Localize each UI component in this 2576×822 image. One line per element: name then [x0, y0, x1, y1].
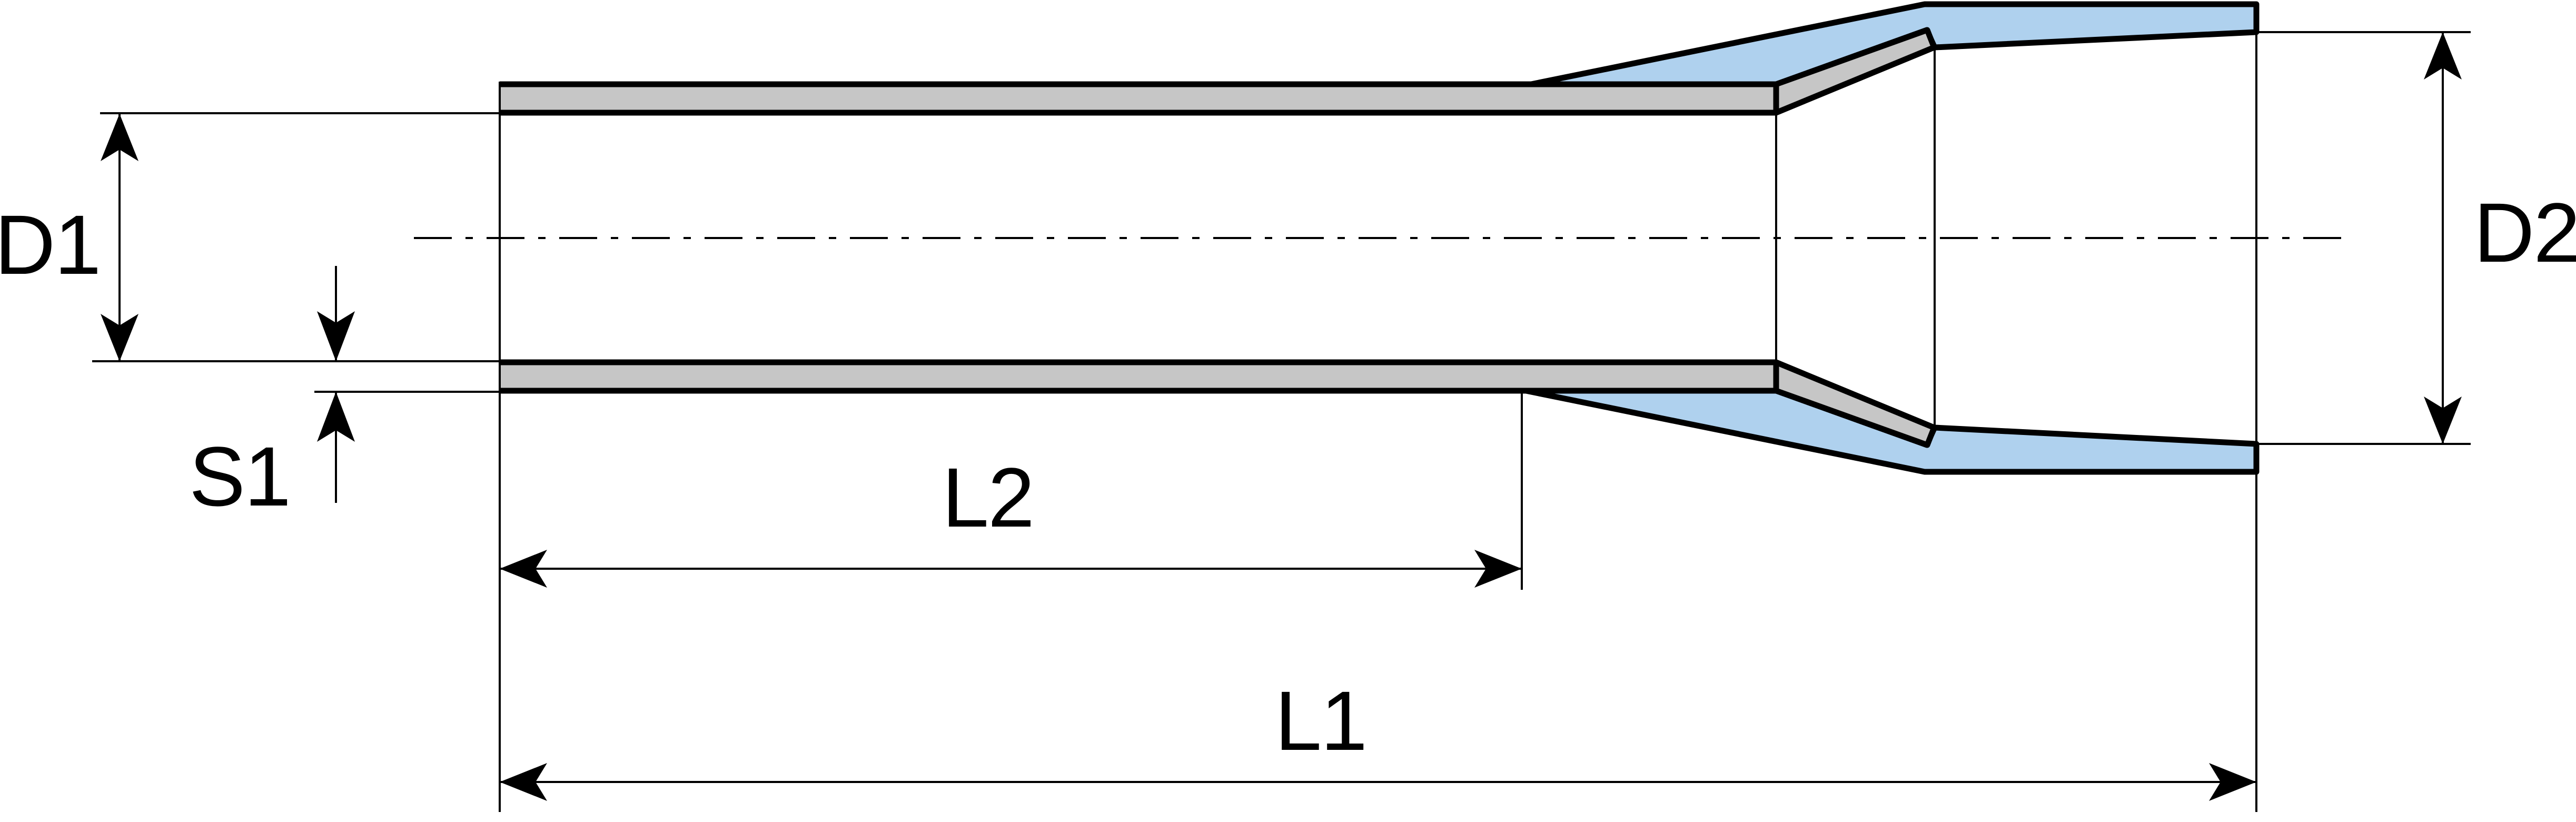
dimension-d2: D2 — [2424, 32, 2576, 444]
dimension-l2: L2 — [500, 450, 1522, 588]
dimension-l1: L1 — [500, 674, 2256, 801]
l1-label: L1 — [1275, 674, 1366, 768]
sleeve-bottom-cone-wall — [1773, 359, 1937, 448]
metal-sleeve — [499, 27, 1937, 448]
d1-down-arrowhead-icon — [101, 314, 138, 361]
s1-down-arrowhead-icon — [317, 311, 355, 361]
d1-label: D1 — [0, 197, 100, 292]
d2-label: D2 — [2474, 185, 2576, 280]
dimensions: D1 S1 L2 L1 — [0, 31, 2576, 812]
sleeve-top-cone-wall — [1773, 27, 1937, 116]
dimension-d1: D1 — [0, 114, 138, 361]
dimension-s1: S1 — [189, 266, 355, 523]
d2-down-arrowhead-icon — [2424, 397, 2462, 444]
d1-up-arrowhead-icon — [101, 114, 138, 161]
l1-right-arrowhead-icon — [2209, 763, 2256, 801]
l1-left-arrowhead-icon — [500, 763, 547, 801]
l2-left-arrowhead-icon — [500, 550, 547, 588]
s1-up-arrowhead-icon — [317, 392, 355, 442]
d2-up-arrowhead-icon — [2424, 32, 2462, 80]
l2-right-arrowhead-icon — [1474, 550, 1522, 588]
sleeve-top-wall — [500, 84, 1776, 113]
s1-label: S1 — [189, 429, 290, 523]
l2-label: L2 — [942, 450, 1034, 544]
silhouette-lines — [1775, 32, 2257, 812]
sleeve-bottom-wall — [500, 362, 1776, 391]
